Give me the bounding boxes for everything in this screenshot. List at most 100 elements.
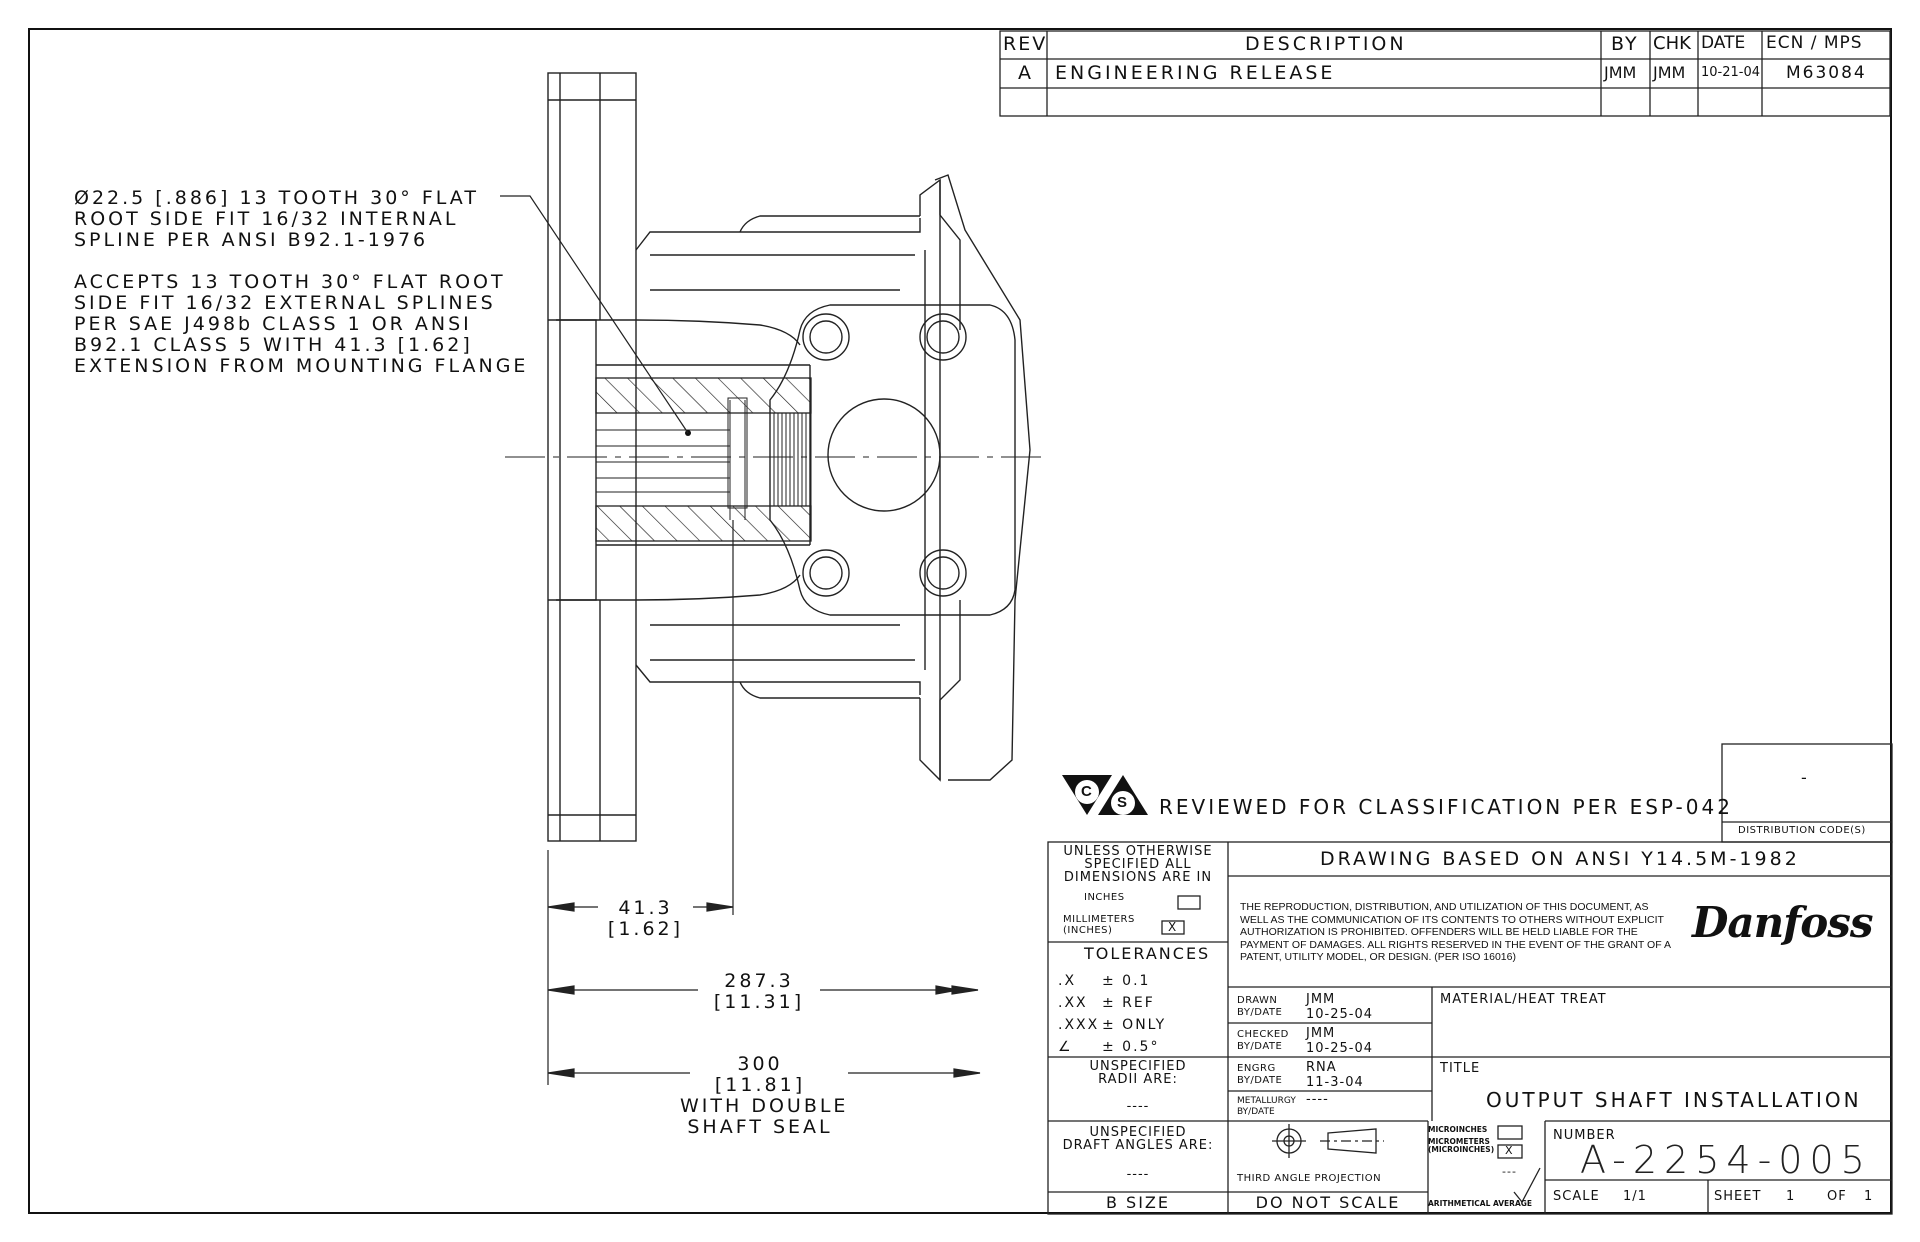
projection-label: THIRD ANGLE PROJECTION [1237, 1173, 1382, 1184]
drawn-by: JMM [1306, 992, 1336, 1007]
note-line: ACCEPTS 13 TOOTH 30° FLAT ROOT [74, 271, 506, 293]
dimension-287: 287.3 [11.31] [700, 971, 818, 1013]
chk-header: CHK [1653, 33, 1691, 54]
revision-table-grid [999, 30, 1891, 117]
finish-value: --- [1502, 1165, 1517, 1178]
s-symbol-letter: S [1117, 794, 1130, 811]
metallurgy-label-line: METALLURGY [1237, 1096, 1296, 1106]
spline-section-hatch [595, 377, 812, 542]
dimension-41: 41.3 [1.62] [603, 898, 688, 940]
fine-spline-teeth [769, 413, 807, 506]
engrg-label-line: ENGRG [1237, 1063, 1276, 1074]
micrometers-line: (MICROINCHES) [1428, 1145, 1495, 1154]
ecn-header: ECN / MPS [1766, 33, 1863, 53]
dimension-value: 300 [737, 1053, 783, 1075]
dimension-lines [547, 520, 981, 1085]
note-line: EXTENSION FROM MOUNTING FLANGE [74, 355, 529, 377]
checked-label-line: CHECKED [1237, 1029, 1289, 1040]
drawn-date: 10-25-04 [1306, 1007, 1374, 1022]
mm-label-line: (INCHES) [1063, 925, 1113, 936]
by-value: JMM [1604, 63, 1637, 82]
of-label: OF [1827, 1189, 1847, 1204]
tolerance-list: .X ± 0.1 .XX ± REF .XXX± ONLY ∠ ± 0.5° [1058, 970, 1166, 1058]
tolerance-key: ∠ [1058, 1039, 1073, 1055]
note-line: SPLINE PER ANSI B92.1-1976 [74, 229, 429, 251]
drawn-label: DRAWN BY/DATE [1237, 995, 1282, 1019]
metallurgy-value: ---- [1306, 1092, 1329, 1107]
date-header: DATE [1701, 33, 1746, 53]
sheet-label: SHEET [1714, 1189, 1762, 1204]
description-header: DESCRIPTION [1245, 33, 1407, 55]
engrg-label: ENGRG BY/DATE [1237, 1063, 1282, 1087]
tolerance-key: .X [1058, 973, 1077, 989]
do-not-scale: DO NOT SCALE [1255, 1193, 1401, 1212]
tolerance-row: .XXX± ONLY [1058, 1014, 1166, 1036]
material-label: MATERIAL/HEAT TREAT [1440, 992, 1607, 1007]
dimension-value-inch: [1.62] [607, 918, 684, 940]
micrometers-checkbox: X [1505, 1144, 1515, 1157]
engrg-by: RNA [1306, 1060, 1337, 1075]
dimension-300: 300 [11.81] WITH DOUBLE SHAFT SEAL [680, 1053, 845, 1138]
date-value: 10-21-04 [1701, 65, 1761, 80]
spline-external-note: ACCEPTS 13 TOOTH 30° FLAT ROOT SIDE FIT … [74, 272, 528, 377]
checked-values: JMM 10-25-04 [1306, 1026, 1373, 1056]
tolerance-row: .X ± 0.1 [1058, 970, 1166, 992]
sheet-value: 1 [1786, 1189, 1796, 1204]
drawing-number: A-2254-005 [1580, 1138, 1872, 1182]
units-header-line: UNLESS OTHERWISE [1063, 844, 1213, 859]
chk-value: JMM [1653, 63, 1686, 82]
classification-text: REVIEWED FOR CLASSIFICATION PER ESP-042 [1159, 795, 1733, 819]
metallurgy-label-line: BY/DATE [1237, 1107, 1275, 1117]
note-leader [500, 195, 689, 434]
microinches-label: MICROINCHES [1428, 1125, 1488, 1134]
note-line: Ø22.5 [.886] 13 TOOTH 30° FLAT [74, 187, 479, 209]
classification-symbols [1062, 775, 1148, 815]
tolerance-value: ± 0.5° [1102, 1039, 1160, 1055]
draft-label-line: UNSPECIFIED [1089, 1125, 1187, 1140]
arithmetical-average-label: ARITHMETICAL AVERAGE [1428, 1199, 1533, 1208]
radii-label-line: UNSPECIFIED [1089, 1059, 1187, 1074]
micrometers-label: MICROMETERS (MICROINCHES) [1428, 1138, 1494, 1154]
rev-header: REV [1003, 33, 1048, 55]
tolerance-key: .XX [1058, 995, 1088, 1011]
tolerances-label: TOLERANCES [1084, 944, 1211, 963]
mm-label-line: MILLIMETERS [1063, 914, 1135, 925]
danfoss-logo: Danfoss [1692, 898, 1874, 947]
dimension-value: 287.3 [724, 970, 794, 992]
drawing-border [28, 28, 1892, 1214]
tolerance-value: ± REF [1102, 995, 1155, 1011]
radii-value: ---- [1126, 1099, 1150, 1114]
millimeters-label: MILLIMETERS (INCHES) [1063, 914, 1135, 936]
units-header-line: SPECIFIED ALL [1084, 857, 1192, 872]
by-header: BY [1611, 33, 1639, 55]
number-label: NUMBER [1553, 1128, 1616, 1143]
draft-angles-value: ---- [1126, 1167, 1150, 1182]
tolerance-key: .XXX [1058, 1017, 1100, 1033]
rev-value: A [1018, 62, 1033, 84]
note-line: B92.1 CLASS 5 WITH 41.3 [1.62] [74, 334, 473, 356]
radii-label-line: RADII ARE: [1098, 1072, 1178, 1087]
drawing-title: OUTPUT SHAFT INSTALLATION [1486, 1088, 1862, 1112]
checked-label: CHECKED BY/DATE [1237, 1029, 1289, 1053]
tolerance-value: ± 0.1 [1102, 973, 1151, 989]
dimension-value-inch: [11.31] [713, 991, 805, 1013]
note-line: SIDE FIT 16/32 EXTERNAL SPLINES [74, 292, 496, 314]
c-symbol-letter: C [1081, 783, 1094, 800]
checked-label-line: BY/DATE [1237, 1041, 1283, 1052]
units-header-line: DIMENSIONS ARE IN [1063, 870, 1213, 885]
standard-text: DRAWING BASED ON ANSI Y14.5M-1982 [1320, 848, 1800, 870]
engrg-date: 11-3-04 [1306, 1075, 1364, 1090]
drawn-label-line: BY/DATE [1237, 1007, 1283, 1018]
distribution-code-label: DISTRIBUTION CODE(S) [1738, 825, 1866, 836]
micrometers-line: MICROMETERS [1428, 1137, 1490, 1146]
draft-angles-label: UNSPECIFIED DRAFT ANGLES ARE: [1048, 1126, 1228, 1152]
scale-value: 1/1 [1623, 1189, 1647, 1204]
checked-date: 10-25-04 [1306, 1041, 1374, 1056]
engrg-label-line: BY/DATE [1237, 1075, 1283, 1086]
millimeters-checkbox: X [1168, 920, 1179, 934]
checked-by: JMM [1306, 1026, 1336, 1041]
title-label: TITLE [1440, 1061, 1481, 1076]
note-line: ROOT SIDE FIT 16/32 INTERNAL [74, 208, 459, 230]
